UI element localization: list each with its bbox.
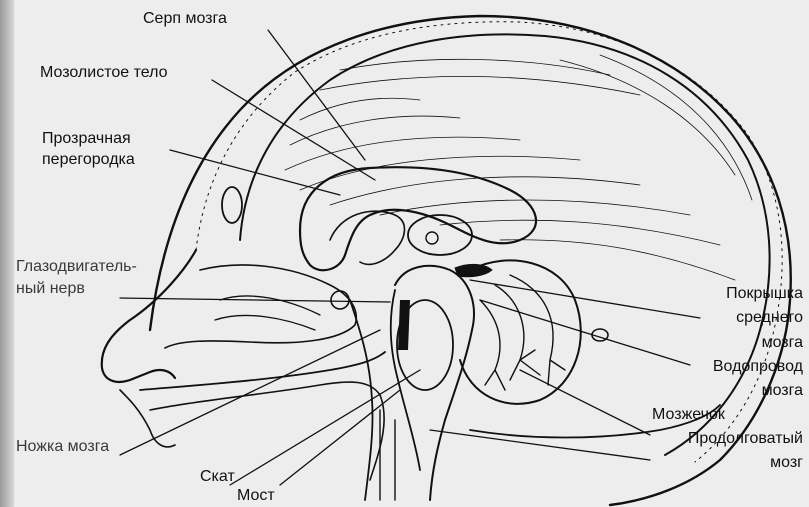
label-clivus: Скат [200, 467, 235, 486]
label-cerebral-peduncle: Ножка мозга [16, 437, 109, 456]
clivus [350, 300, 373, 500]
label-septum-line1: Прозрачная [42, 129, 131, 148]
label-cerebellum: Мозжечок [652, 405, 725, 424]
label-corpus-callosum: Мозолистое тело [40, 63, 168, 82]
label-septum-line2: перегородка [42, 150, 135, 169]
label-medulla-line1: Продолговатый [688, 429, 803, 448]
label-tegmentum-line1: Покрышка [726, 284, 803, 303]
frontal-sinus [222, 187, 242, 223]
corpus-callosum [300, 167, 536, 270]
palate [140, 352, 385, 390]
nasal-cavity [165, 265, 356, 348]
label-oculomotor-line2: ный нерв [16, 279, 85, 298]
label-medulla-line2: мозг [770, 453, 803, 472]
skull-inner-outline [240, 34, 770, 455]
label-falx-cerebri: Серп мозга [143, 9, 227, 28]
label-aqueduct-line2: мозга [762, 381, 803, 400]
label-aqueduct-line1: Водопровод [713, 357, 803, 376]
label-pons: Мост [237, 486, 275, 505]
label-oculomotor-line1: Глазодвигатель- [16, 257, 137, 276]
label-tegmentum-line2: среднего [736, 308, 803, 327]
label-tegmentum-line3: мозга [762, 333, 803, 352]
cerebral-aqueduct [455, 264, 492, 276]
leader-lines [120, 30, 700, 485]
lips [120, 390, 175, 447]
septum-pellucidum [330, 211, 404, 264]
